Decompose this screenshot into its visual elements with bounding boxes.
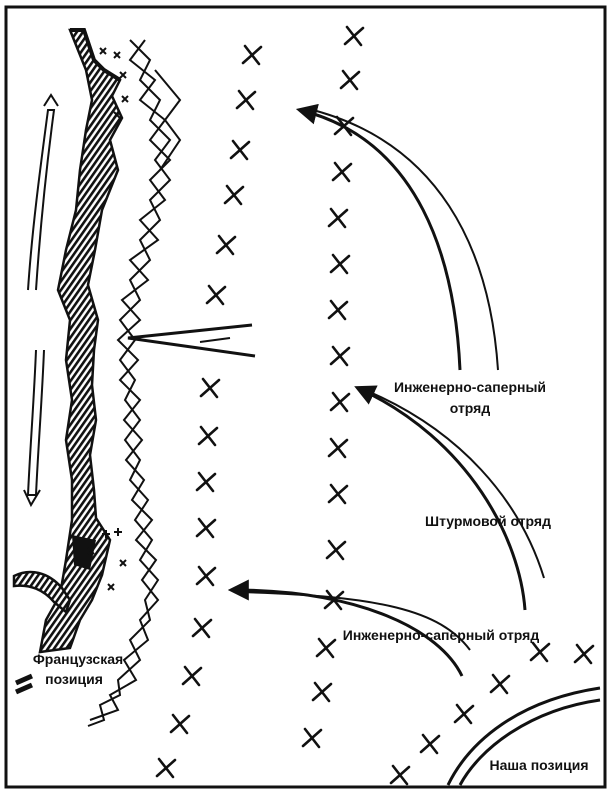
x-mark [195,471,217,493]
x-mark [343,25,365,47]
x-mark [311,681,333,703]
x-mark [229,139,251,161]
map-frame [4,5,607,789]
engineer-top-label-line1: Инженерно-саперный [394,379,546,395]
x-mark [169,713,191,735]
x-mark [327,299,349,321]
x-mark [327,437,349,459]
x-mark [327,207,349,229]
french-position-label-line1: Французская [33,651,123,667]
x-mark [191,617,213,639]
x-mark [235,89,257,111]
x-mark [315,637,337,659]
x-mark [339,69,361,91]
x-mark [181,665,203,687]
x-mark [199,377,221,399]
x-mark [155,757,177,779]
our-position-line [446,686,601,786]
x-mark [389,764,411,786]
x-mark [453,703,475,725]
our-position-label: Наша позиция [489,757,588,773]
attack-arrows [127,103,545,677]
x-mark [329,345,351,367]
x-mark [529,641,551,663]
x-mark [223,184,245,206]
x-mark [195,517,217,539]
labels: Инженерно-саперный отряд Штурмовой отряд… [33,379,589,773]
x-mark [573,643,595,665]
x-mark [215,234,237,256]
trench-movement-arrows [23,93,59,508]
french-trench [12,28,124,654]
x-mark [325,539,347,561]
x-mark [241,44,263,66]
small-marks [87,47,129,591]
x-mark [195,565,217,587]
engineer-top-label-line2: отряд [450,400,491,416]
x-mark [205,284,227,306]
engineer-bottom-label: Инженерно-саперный отряд [343,627,540,643]
french-position-label-line2: позиция [45,671,103,687]
x-mark [489,673,511,695]
french-position-marker [14,673,34,695]
x-mark [419,733,441,755]
x-mark [331,161,353,183]
x-mark [301,727,323,749]
x-marks [155,25,595,786]
assault-label: Штурмовой отряд [425,513,551,529]
wire-obstacle [87,39,182,727]
x-mark [197,425,219,447]
x-mark [327,483,349,505]
x-mark [329,253,351,275]
x-mark [329,391,351,413]
